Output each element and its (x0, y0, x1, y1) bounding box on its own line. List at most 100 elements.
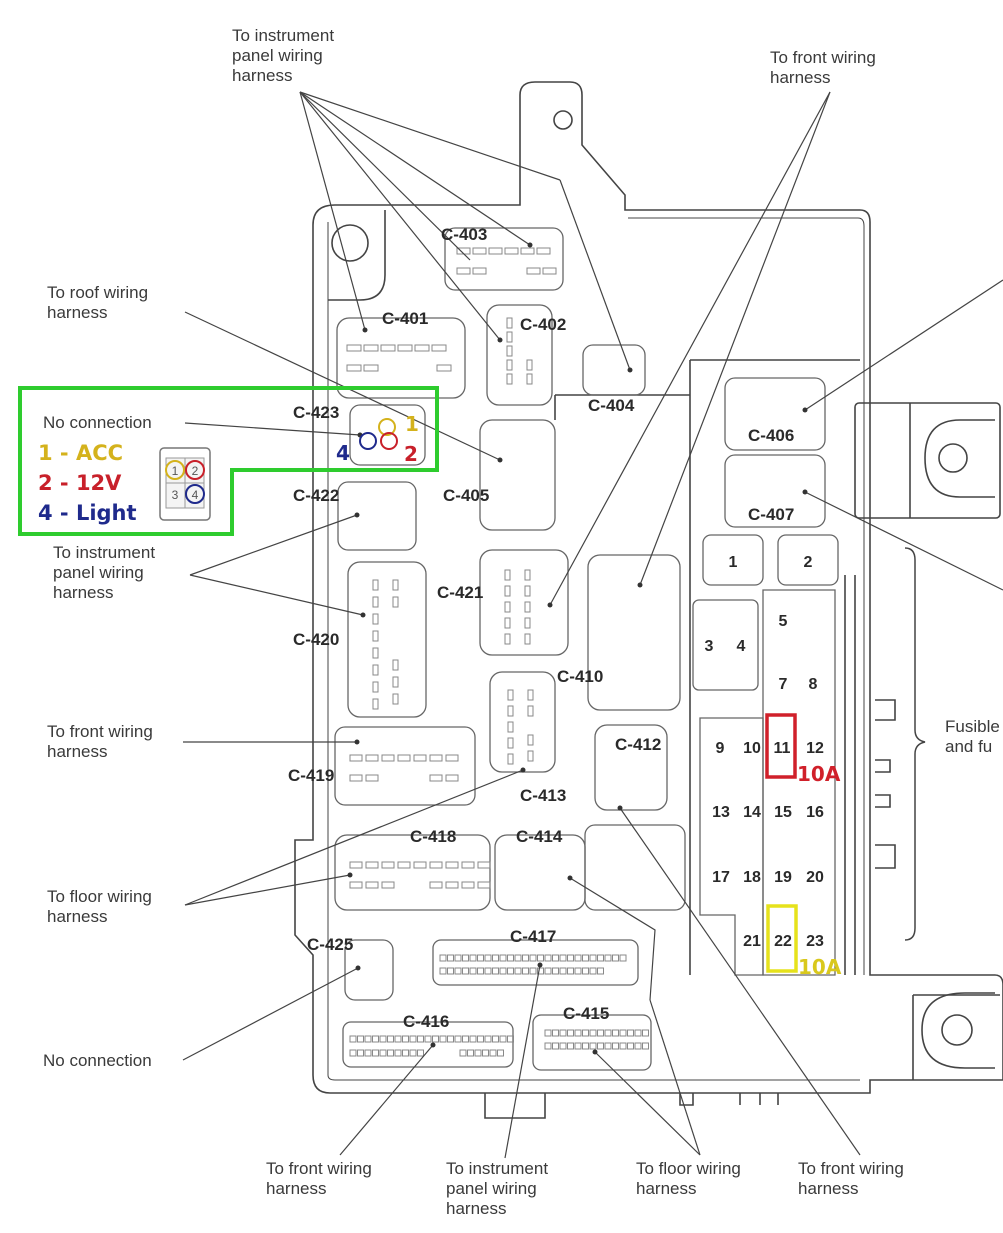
connector-pin (402, 1049, 409, 1057)
connector-pin (477, 954, 484, 962)
fuse-20[interactable]: 20 (806, 869, 824, 886)
fuse-8[interactable]: 8 (809, 676, 818, 693)
fuse-11[interactable]: 11 (774, 740, 791, 757)
connector-c422[interactable] (337, 481, 417, 551)
connector-pin (542, 267, 557, 275)
connector-pin (506, 359, 513, 371)
connector-c404[interactable] (582, 344, 646, 396)
connector-pin (506, 317, 513, 329)
connector-c415[interactable] (532, 1014, 652, 1071)
connector-pin (477, 967, 484, 975)
connector-c425[interactable] (344, 939, 394, 1001)
connector-c410[interactable] (587, 554, 681, 711)
connector-pin (544, 1042, 552, 1050)
fuse-18[interactable]: 18 (743, 869, 761, 886)
fuse-11-rating: 10A (797, 762, 841, 786)
connector-pin (461, 861, 475, 869)
fuse-17[interactable]: 17 (712, 869, 730, 886)
connector-pin (589, 967, 597, 975)
fuse-5[interactable]: 5 (779, 613, 788, 630)
connector-pin (357, 1035, 364, 1043)
pin-4-label: 4 (336, 441, 350, 465)
fuse-15[interactable]: 15 (774, 804, 792, 821)
callout-bottom-front-1: To front wiring harness (266, 1159, 372, 1198)
connector-pin (520, 247, 535, 255)
label-c415: C-415 (563, 1004, 609, 1023)
connector-pin (619, 1042, 627, 1050)
connector-pin (552, 967, 559, 975)
callout-roof: To roof wiring harness (47, 283, 149, 322)
connector-pin (474, 1049, 482, 1057)
connector-c414[interactable] (494, 834, 586, 911)
connector-pin (504, 633, 511, 645)
svg-text:2: 2 (192, 464, 199, 478)
fuse-22[interactable]: 22 (774, 933, 792, 950)
fuse-10[interactable]: 10 (743, 740, 761, 757)
connector-pin (397, 861, 411, 869)
connector-pin (409, 1049, 417, 1057)
label-c410: C-410 (557, 667, 603, 686)
connector-pin (372, 1049, 379, 1057)
connector-pin (349, 754, 363, 762)
fuse-13[interactable]: 13 (712, 804, 730, 821)
connector-c413[interactable] (489, 671, 556, 773)
connector-c416[interactable] (342, 1021, 514, 1068)
pin-4-marker (359, 432, 377, 450)
fuse-14[interactable]: 14 (743, 804, 761, 821)
mount-hole-left (331, 224, 369, 262)
connector-pin (445, 861, 459, 869)
fuse-7[interactable]: 7 (779, 676, 788, 693)
fuse-1[interactable]: 1 (729, 554, 738, 571)
label-c413: C-413 (520, 786, 566, 805)
fuse-12[interactable]: 12 (806, 740, 824, 757)
connector-c407[interactable] (724, 454, 826, 528)
fuse-1-body[interactable] (702, 534, 764, 586)
connector-c423[interactable] (349, 404, 426, 466)
connector-pin (499, 967, 507, 975)
connector-pin (472, 267, 487, 275)
label-c406: C-406 (748, 426, 794, 445)
annotation-no-connection: No connection (43, 413, 152, 432)
connector-pin (499, 1035, 507, 1043)
connector-pin (524, 569, 531, 581)
fuse-16[interactable]: 16 (806, 804, 824, 821)
connector-pin (506, 331, 513, 343)
connector-c417[interactable] (432, 939, 639, 986)
fuse-3-4-body[interactable] (692, 599, 759, 691)
connector-c406[interactable] (724, 377, 826, 451)
fuse-23[interactable]: 23 (806, 933, 824, 950)
connector-c420[interactable] (347, 561, 427, 718)
connector-c412[interactable] (594, 724, 668, 811)
connector-pin (559, 954, 567, 962)
connector-pin (574, 1042, 582, 1050)
fuse-2-body[interactable] (777, 534, 839, 586)
connector-pin (567, 1042, 574, 1050)
connector-pin (589, 1029, 597, 1037)
connector-pin (574, 954, 582, 962)
connector-pin (459, 1049, 467, 1057)
connector-pin (527, 734, 534, 746)
connector-pin (417, 1049, 424, 1057)
connector-c418[interactable] (334, 834, 491, 911)
connector-c405[interactable] (479, 419, 556, 531)
connector-c421[interactable] (479, 549, 569, 656)
connector-pin (507, 967, 514, 975)
connector-pin (417, 1035, 424, 1043)
connector-pin (642, 1029, 649, 1037)
fuse-19[interactable]: 19 (774, 869, 792, 886)
connector-pin (413, 861, 427, 869)
connector-pin (365, 861, 379, 869)
connector-pin (445, 881, 459, 889)
connector-c419[interactable] (334, 726, 476, 806)
connector-pin (507, 705, 514, 717)
connector-pin (462, 967, 469, 975)
fuse-3[interactable]: 3 (705, 638, 714, 655)
label-c423: C-423 (293, 403, 339, 422)
callout-left-front: To front wiring harness (47, 722, 153, 761)
fuse-2[interactable]: 2 (804, 554, 813, 571)
fuse-4[interactable]: 4 (737, 638, 746, 655)
connector-c401[interactable] (336, 317, 466, 399)
fuse-21[interactable]: 21 (743, 933, 761, 950)
fuse-9[interactable]: 9 (716, 740, 725, 757)
connector-c402[interactable] (486, 304, 553, 406)
